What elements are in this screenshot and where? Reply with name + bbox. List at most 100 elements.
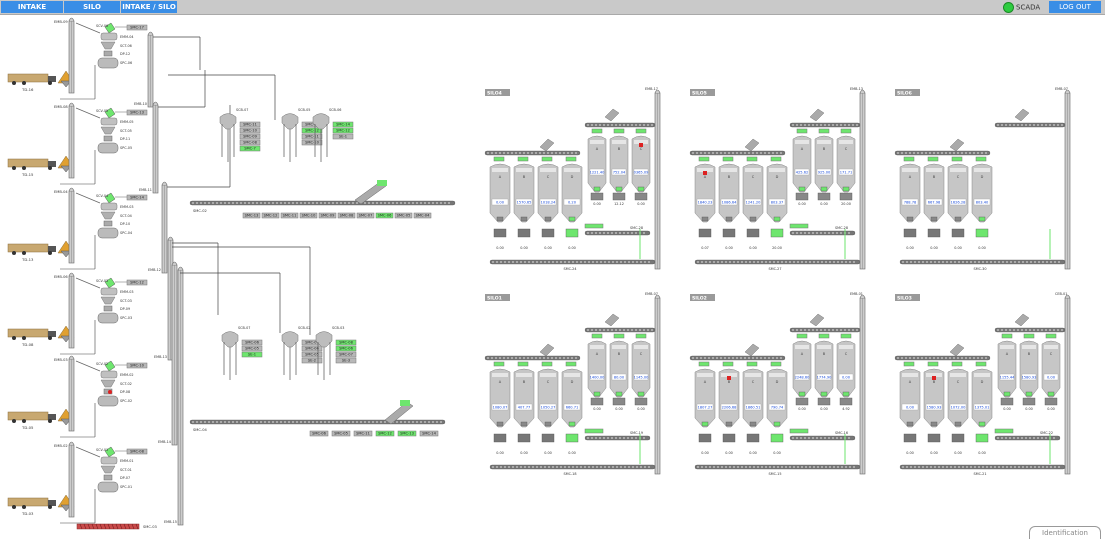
feeder-icon[interactable] (817, 192, 831, 201)
upper-silo-icon[interactable] (792, 340, 812, 398)
collection-conveyor[interactable] (789, 230, 856, 236)
tripper-icon[interactable] (539, 343, 555, 357)
feeder-icon[interactable] (698, 433, 712, 443)
status-box[interactable] (126, 448, 148, 455)
discharge-gate[interactable] (930, 421, 938, 427)
lower-silo-icon[interactable] (899, 163, 921, 223)
status-box[interactable] (239, 133, 261, 140)
status-box[interactable] (301, 139, 323, 146)
feeder-icon[interactable] (927, 228, 941, 238)
feeder-icon[interactable] (634, 397, 648, 406)
status-box[interactable] (332, 121, 354, 128)
status-box[interactable] (241, 339, 263, 346)
lower-silo-icon[interactable] (923, 368, 945, 428)
truck-icon[interactable] (7, 73, 49, 83)
discharge-gate[interactable] (593, 186, 601, 192)
lower-silo-icon[interactable] (718, 368, 740, 428)
lower-silo-icon[interactable] (742, 163, 764, 223)
magnet-icon[interactable] (100, 456, 118, 465)
cleaner-icon[interactable] (104, 22, 116, 34)
status-box[interactable] (301, 351, 323, 358)
feeder-icon[interactable] (698, 228, 712, 238)
lower-silo-icon[interactable] (513, 368, 535, 428)
tripper-icon[interactable] (949, 138, 965, 152)
feeder-icon[interactable] (722, 228, 736, 238)
silo-inlet-valve[interactable] (541, 361, 553, 367)
separator-icon[interactable] (100, 465, 116, 474)
silo-inlet-valve[interactable] (1045, 333, 1057, 339)
status-box[interactable] (126, 279, 148, 286)
feeder-icon[interactable] (746, 228, 760, 238)
collection-conveyor[interactable] (584, 435, 651, 441)
feeder-icon[interactable] (565, 433, 579, 443)
lower-silo-icon[interactable] (694, 368, 716, 428)
discharge-gate[interactable] (842, 391, 850, 397)
tripper-icon[interactable] (744, 138, 760, 152)
discharge-gate[interactable] (520, 216, 528, 222)
cleaner-icon[interactable] (104, 446, 116, 458)
discharge-gate[interactable] (978, 216, 986, 222)
discharge-gate[interactable] (637, 186, 645, 192)
feeder-icon[interactable] (493, 433, 507, 443)
lower-silo-icon[interactable] (766, 368, 788, 428)
main-conveyor-upper[interactable] (189, 200, 456, 206)
silo-inlet-valve[interactable] (635, 333, 647, 339)
discharge-gate[interactable] (798, 186, 806, 192)
separator-icon[interactable] (100, 211, 116, 220)
lower-silo-icon[interactable] (947, 163, 969, 223)
feeder-icon[interactable] (975, 228, 989, 238)
discharge-gate[interactable] (773, 421, 781, 427)
gate-box[interactable] (299, 212, 318, 219)
magnet-icon[interactable] (100, 32, 118, 41)
tab-intake[interactable]: INTAKE (1, 1, 63, 13)
lower-silo-icon[interactable] (561, 368, 583, 428)
status-box[interactable] (335, 345, 357, 352)
upper-silo-icon[interactable] (631, 340, 651, 398)
status-box[interactable] (301, 133, 323, 140)
feeder-icon[interactable] (1022, 397, 1036, 406)
feeder-icon[interactable] (951, 228, 965, 238)
silo-inlet-valve[interactable] (975, 361, 987, 367)
tripper-icon[interactable] (1014, 108, 1030, 122)
tripper-icon[interactable] (1014, 313, 1030, 327)
feeder-icon[interactable] (903, 433, 917, 443)
gate-box[interactable] (353, 430, 373, 437)
feeder-icon[interactable] (493, 228, 507, 238)
gate-box[interactable] (309, 430, 329, 437)
discharge-gate[interactable] (798, 391, 806, 397)
status-box[interactable] (335, 357, 357, 364)
silo-inlet-valve[interactable] (591, 333, 603, 339)
silo-inlet-valve[interactable] (770, 156, 782, 162)
discharge-gate[interactable] (1003, 391, 1011, 397)
damper-icon[interactable] (103, 135, 113, 142)
upper-silo-icon[interactable] (1041, 340, 1061, 398)
collection-conveyor[interactable] (994, 435, 1061, 441)
silo-inlet-valve[interactable] (796, 128, 808, 134)
upper-silo-icon[interactable] (587, 340, 607, 398)
silo-inlet-valve[interactable] (591, 128, 603, 134)
gate-box[interactable] (419, 430, 439, 437)
tripper-icon[interactable] (744, 343, 760, 357)
scale-icon[interactable] (97, 142, 119, 154)
cleaner-icon[interactable] (104, 192, 116, 204)
discharge-gate[interactable] (593, 391, 601, 397)
gate-box[interactable] (584, 428, 604, 434)
upper-silo-icon[interactable] (792, 135, 812, 193)
silo-inlet-valve[interactable] (493, 361, 505, 367)
status-box[interactable] (126, 194, 148, 201)
scale-icon[interactable] (97, 57, 119, 69)
feeder-icon[interactable] (927, 433, 941, 443)
separator-icon[interactable] (100, 296, 116, 305)
silo-inlet-valve[interactable] (903, 156, 915, 162)
cleaner-icon[interactable] (104, 277, 116, 289)
silo-inlet-valve[interactable] (613, 333, 625, 339)
status-box[interactable] (126, 362, 148, 369)
silo-inlet-valve[interactable] (635, 128, 647, 134)
status-box[interactable] (301, 357, 323, 364)
truck-icon[interactable] (7, 497, 49, 507)
logout-button[interactable]: LOG OUT (1049, 1, 1101, 13)
discharge-gate[interactable] (1025, 391, 1033, 397)
feeder-icon[interactable] (722, 433, 736, 443)
silo-inlet-valve[interactable] (541, 156, 553, 162)
upper-silo-icon[interactable] (814, 340, 834, 398)
